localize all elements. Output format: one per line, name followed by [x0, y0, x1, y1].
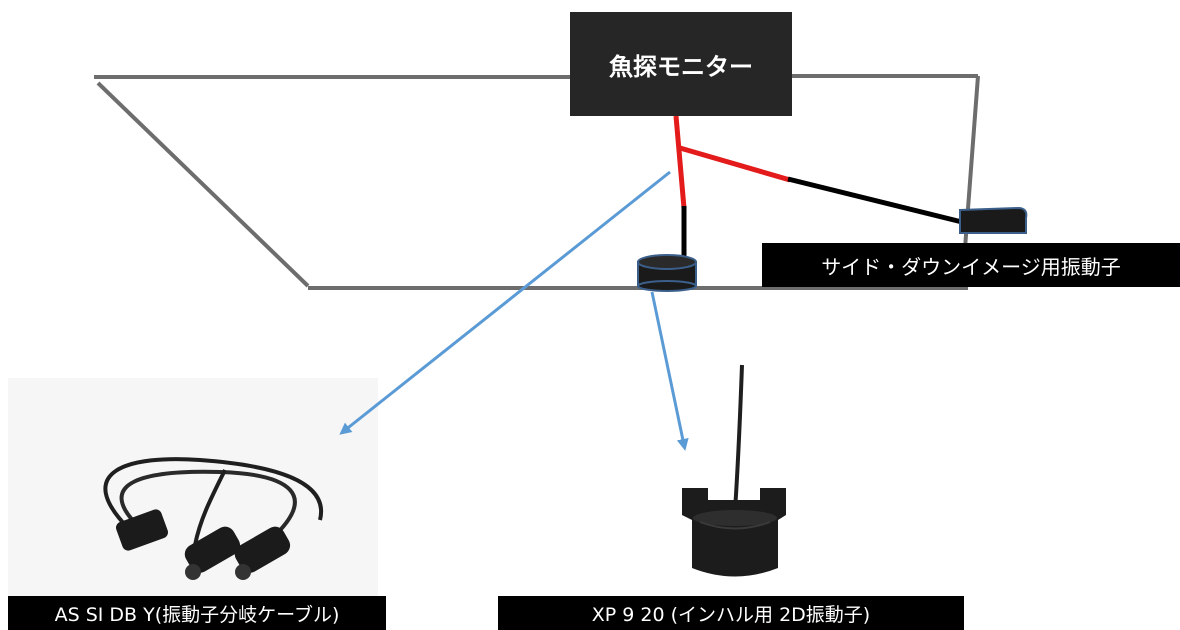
- y-cable-photo: [103, 457, 324, 580]
- red-cable-branch: [679, 145, 791, 183]
- side-transducer-label: サイド・ダウンイメージ用振動子: [762, 243, 1180, 287]
- inhull-transducer-icon: [637, 254, 697, 292]
- inhull-transducer-label-text: XP 9 20 (インハル用 2D振動子): [591, 603, 871, 626]
- cables: [673, 115, 963, 258]
- side-transducer-label-text: サイド・ダウンイメージ用振動子: [821, 254, 1121, 279]
- arrow-to-y-cable: [339, 170, 671, 435]
- y-cable-label: AS SI DB Y(振動子分岐ケーブル): [8, 596, 386, 630]
- boat-hull: [94, 74, 980, 290]
- monitor-label: 魚探モニター: [609, 52, 753, 81]
- red-cable-trunk: [673, 115, 687, 209]
- fish-finder-monitor: 魚探モニター: [570, 12, 792, 116]
- inhull-transducer-photo: [682, 364, 786, 577]
- arrow-to-inhull-transducer: [650, 291, 689, 451]
- inhull-transducer-label: XP 9 20 (インハル用 2D振動子): [498, 596, 964, 630]
- y-cable-label-text: AS SI DB Y(振動子分岐ケーブル): [54, 603, 340, 626]
- side-transducer-icon: [959, 206, 1028, 234]
- hull-left-slope: [96, 81, 310, 288]
- black-cable-branch: [787, 176, 963, 225]
